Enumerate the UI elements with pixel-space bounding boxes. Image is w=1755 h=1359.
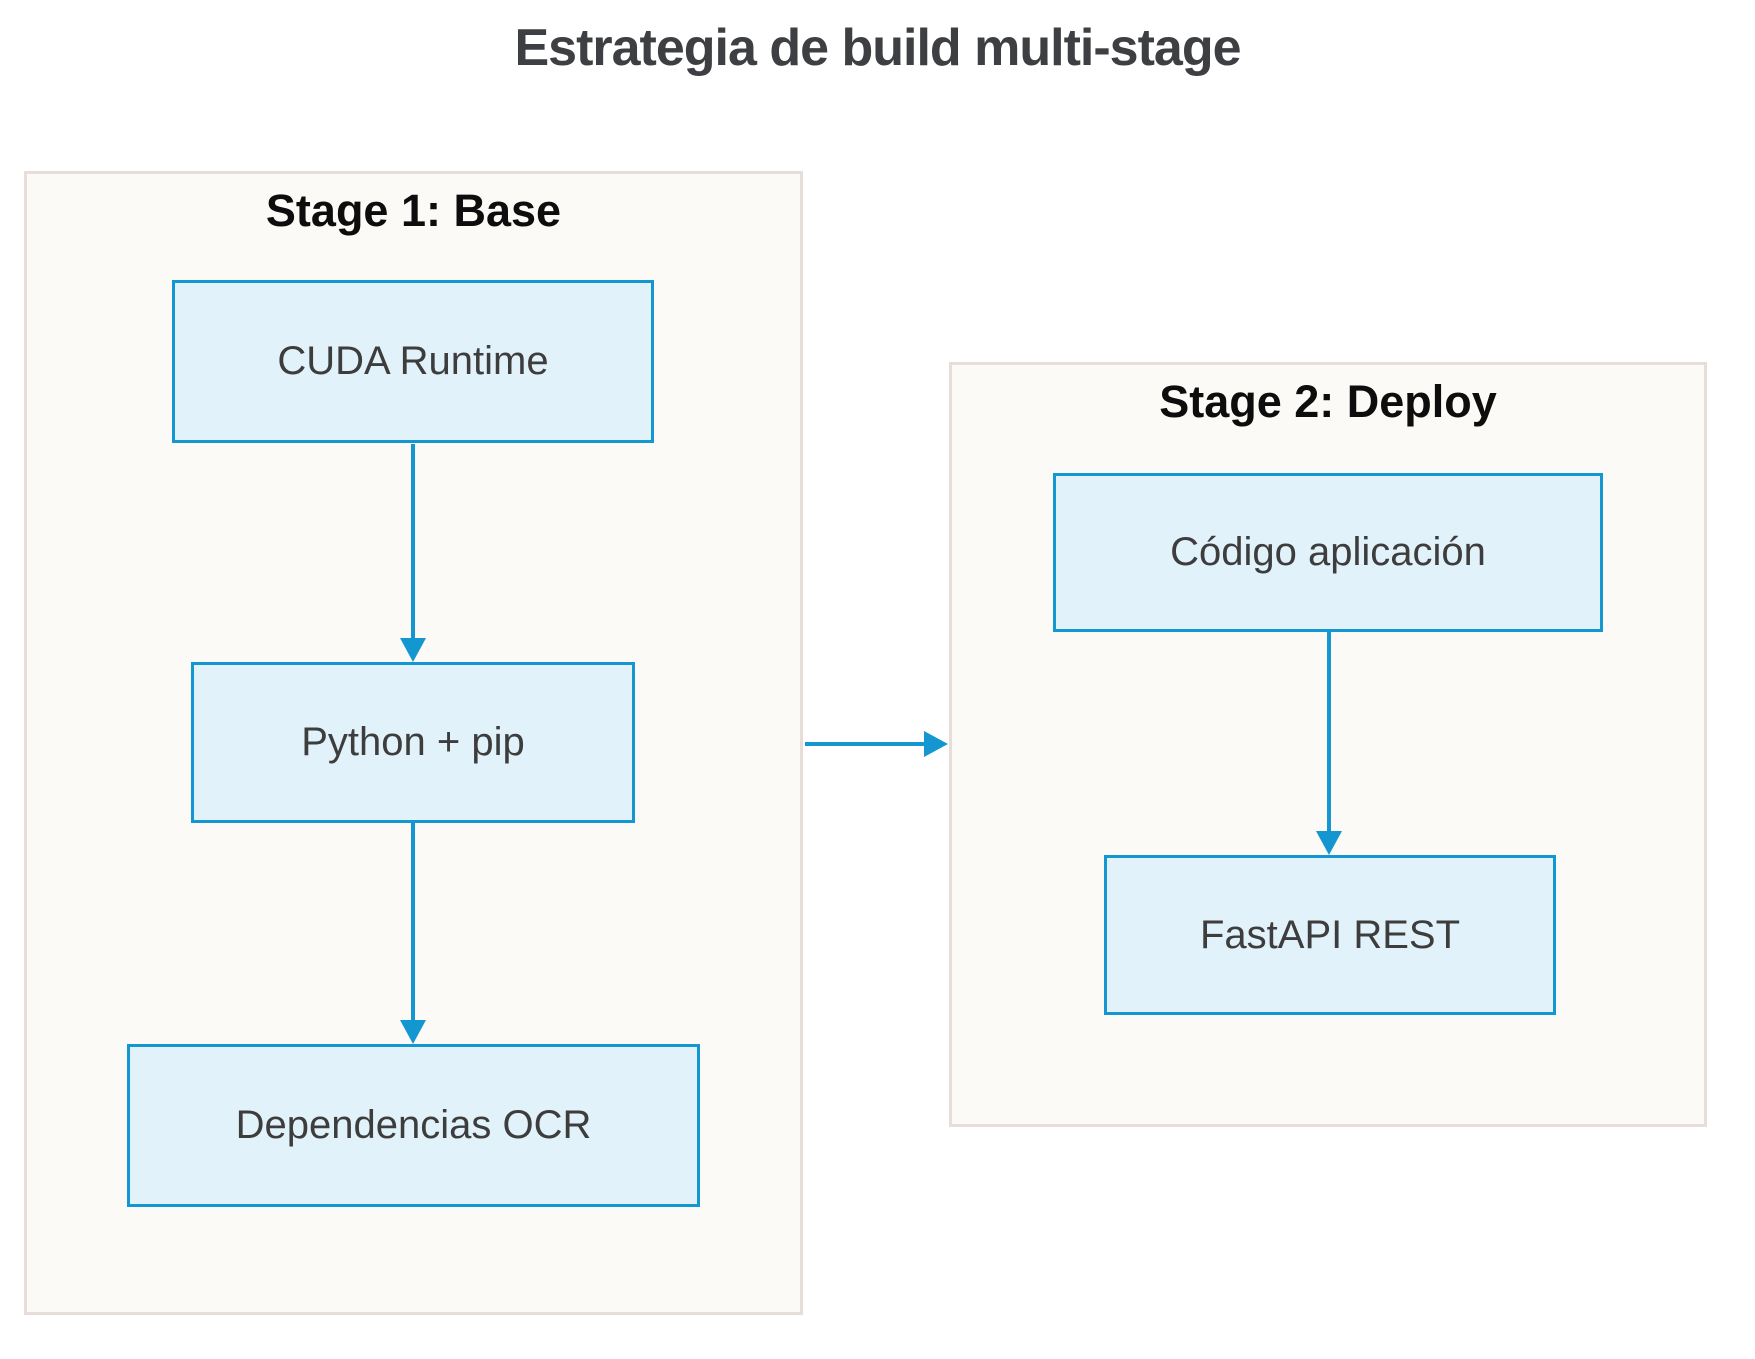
cluster-stage1-label: Stage 1: Base <box>265 185 562 236</box>
edge-python-to-ocr-line <box>411 823 415 1022</box>
edge-codigo-to-fastapi-line <box>1327 632 1331 833</box>
edge-python-to-ocr-arrowhead-icon <box>400 1020 426 1044</box>
node-codigo-aplicacion-label: Código aplicación <box>1170 530 1486 574</box>
edge-cuda-to-python-line <box>411 444 415 640</box>
edge-cuda-to-python-arrowhead-icon <box>400 638 426 662</box>
node-python-pip: Python + pip <box>191 662 635 823</box>
edge-codigo-to-fastapi-arrowhead-icon <box>1316 831 1342 855</box>
cluster-stage2-label: Stage 2: Deploy <box>1159 376 1497 427</box>
node-cuda-runtime: CUDA Runtime <box>172 280 654 443</box>
node-dependencias-ocr-label: Dependencias OCR <box>235 1103 592 1147</box>
diagram-title: Estrategia de build multi-stage <box>514 19 1241 77</box>
edge-stage1-to-stage2-line <box>805 742 926 746</box>
node-fastapi-rest: FastAPI REST <box>1104 855 1556 1015</box>
node-codigo-aplicacion: Código aplicación <box>1053 473 1603 632</box>
node-cuda-runtime-label: CUDA Runtime <box>277 339 549 383</box>
node-dependencias-ocr: Dependencias OCR <box>127 1044 700 1207</box>
node-fastapi-rest-label: FastAPI REST <box>1199 912 1461 957</box>
edge-stage1-to-stage2-arrowhead-icon <box>924 731 948 757</box>
node-python-pip-label: Python + pip <box>301 720 525 764</box>
